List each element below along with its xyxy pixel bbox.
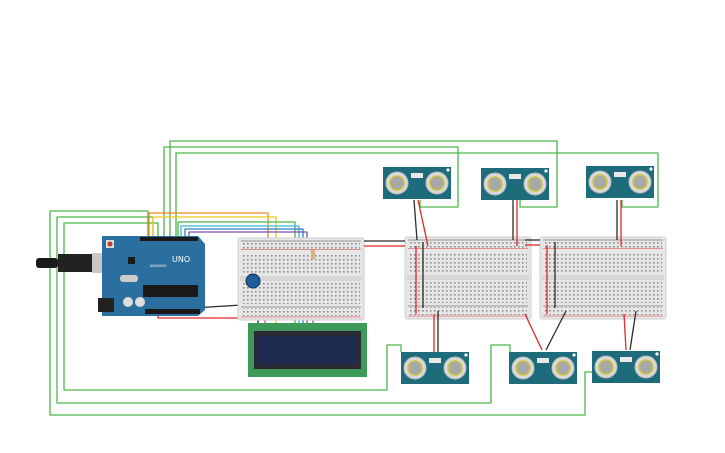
- power-wires[interactable]: [364, 199, 637, 352]
- ultrasonic-sensor-5[interactable]: [508, 351, 578, 385]
- resistor: [311, 250, 315, 259]
- arduino-uno[interactable]: UNO ARDUINO: [36, 236, 205, 316]
- ultrasonic-sensor-3[interactable]: [585, 165, 655, 199]
- breadboard-2[interactable]: [404, 236, 532, 320]
- arduino-brand: UNO: [172, 255, 190, 264]
- reset-button[interactable]: [107, 241, 113, 247]
- ultrasonic-sensor-4[interactable]: [400, 351, 470, 385]
- ultrasonic-sensor-1[interactable]: [382, 166, 452, 200]
- lcd-16x2[interactable]: [248, 323, 367, 377]
- ultrasonic-sensor-2[interactable]: [480, 167, 550, 201]
- potentiometer[interactable]: [245, 273, 261, 289]
- arduino-maker: ARDUINO: [150, 264, 167, 268]
- usb-plug: [36, 258, 58, 268]
- ultrasonic-sensor-6[interactable]: [591, 350, 661, 384]
- lcd-screen: [258, 336, 357, 364]
- signal-wires-green[interactable]: [49, 140, 659, 416]
- breadboard-3[interactable]: [539, 236, 667, 320]
